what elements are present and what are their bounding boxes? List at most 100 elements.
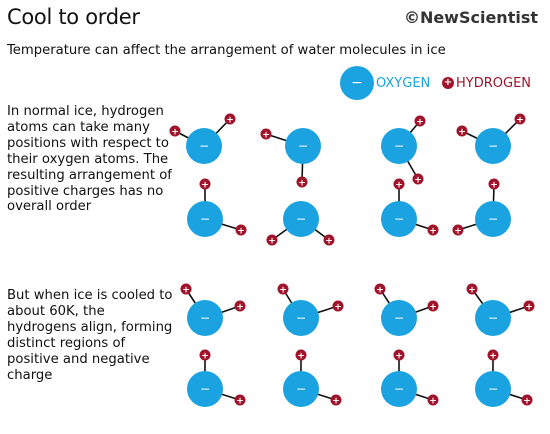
hydrogen-atom: [295, 349, 307, 361]
oxygen-charge: −: [394, 311, 404, 325]
hydrogen-atom: [412, 173, 424, 185]
water-molecule-ordered: −++: [466, 283, 535, 336]
hydrogen-atom: [456, 125, 468, 137]
oxygen-charge: −: [488, 382, 498, 396]
oxygen-atom: [475, 128, 511, 164]
water-molecule-ordered: −++: [180, 283, 246, 336]
hydrogen-charge: +: [454, 226, 462, 236]
hydrogen-charge: +: [429, 396, 437, 406]
water-molecule-disordered: −++: [381, 115, 426, 185]
oxygen-atom: [475, 201, 511, 237]
hydrogen-legend-icon: +: [442, 77, 454, 89]
hydrogen-atom: [414, 115, 426, 127]
hydrogen-atom: [514, 113, 526, 125]
hydrogen-atom: [487, 349, 499, 361]
hydrogen-atom: [260, 128, 272, 140]
page-subtitle: Temperature can affect the arrangement o…: [7, 43, 446, 58]
water-molecule-ordered: − + +: [283, 349, 342, 407]
oxygen-charge: −: [394, 139, 404, 153]
hydrogen-charge: +: [298, 178, 306, 188]
oxygen-charge: −: [488, 311, 498, 325]
hydrogen-charge: +: [279, 285, 287, 295]
hydrogen-atom: [234, 394, 246, 406]
water-molecule-ordered: − + +: [277, 283, 344, 336]
hydrogen-atom: [427, 224, 439, 236]
hydrogen-atom: [427, 300, 439, 312]
hydrogen-atom: [488, 178, 500, 190]
oxygen-charge: −: [200, 212, 210, 226]
water-molecule-ordered: −++: [374, 283, 439, 336]
hydrogen-charge: +: [262, 130, 270, 140]
hydrogen-charge: +: [523, 396, 531, 406]
hydrogen-charge: +: [237, 226, 245, 236]
hydrogen-atom: [330, 394, 342, 406]
hydrogen-charge: +: [226, 115, 234, 125]
oxygen-charge: −: [296, 311, 306, 325]
hydrogen-atom: [180, 283, 192, 295]
hydrogen-atom: [296, 176, 308, 188]
oxygen-atom: [283, 300, 319, 336]
water-molecule-ordered: − + +: [187, 349, 246, 407]
oxygen-charge: −: [488, 139, 498, 153]
hydrogen-atom: [427, 394, 439, 406]
oxygen-atom: [186, 128, 222, 164]
oxygen-atom: [283, 201, 319, 237]
hydrogen-atom: [266, 234, 278, 246]
oxygen-atom: [381, 201, 417, 237]
hydrogen-atom: [466, 283, 478, 295]
page-title: Cool to order: [7, 5, 140, 29]
ordered-description: But when ice is cooled to about 60K, the…: [7, 288, 173, 383]
oxygen-legend-icon: −: [340, 66, 374, 100]
hydrogen-charge: +: [525, 302, 533, 312]
water-molecule-ordered: −++: [381, 349, 439, 407]
hydrogen-atom: [521, 394, 533, 406]
hydrogen-atom: [277, 283, 289, 295]
hydrogen-atom: [332, 300, 344, 312]
hydrogen-charge: +: [201, 351, 209, 361]
oxygen-atom: [381, 128, 417, 164]
hydrogen-charge: +: [429, 226, 437, 236]
brand-logo: ©NewScientist: [403, 8, 538, 27]
oxygen-charge: −: [488, 212, 498, 226]
hydrogen-charge: +: [236, 396, 244, 406]
oxygen-atom: [187, 371, 223, 407]
hydrogen-atom: [224, 113, 236, 125]
oxygen-charge: −: [296, 382, 306, 396]
hydrogen-charge: +: [236, 302, 244, 312]
hydrogen-charge: +: [334, 302, 342, 312]
hydrogen-charge: +: [416, 117, 424, 127]
oxygen-charge: −: [200, 311, 210, 325]
hydrogen-atom: [523, 300, 535, 312]
oxygen-atom: [475, 300, 511, 336]
oxygen-legend-label: OXYGEN: [376, 76, 431, 91]
oxygen-charge: −: [296, 212, 306, 226]
hydrogen-charge: +: [332, 396, 340, 406]
hydrogen-charge: +: [458, 127, 466, 137]
hydrogen-atom: [393, 349, 405, 361]
hydrogen-charge: +: [297, 351, 305, 361]
oxygen-atom: [283, 371, 319, 407]
oxygen-charge: −: [394, 212, 404, 226]
hydrogen-atom: [323, 234, 335, 246]
oxygen-charge: −: [200, 382, 210, 396]
hydrogen-atom: [452, 224, 464, 236]
oxygen-charge: −: [199, 139, 209, 153]
oxygen-atom: [187, 300, 223, 336]
water-molecule-disordered: −++: [381, 178, 439, 237]
hydrogen-charge: +: [429, 302, 437, 312]
water-molecule-disordered: − + +: [456, 113, 526, 164]
water-molecule-ordered: − + +: [475, 349, 533, 407]
oxygen-charge: −: [394, 382, 404, 396]
hydrogen-atom: [393, 178, 405, 190]
hydrogen-charge: +: [268, 236, 276, 246]
hydrogen-charge: +: [171, 127, 179, 137]
water-molecule-disordered: −++: [452, 178, 511, 237]
water-molecule-disordered: −++: [260, 128, 321, 188]
hydrogen-charge: +: [489, 351, 497, 361]
hydrogen-charge: +: [201, 180, 209, 190]
hydrogen-atom: [235, 224, 247, 236]
water-molecule-disordered: − + +: [266, 201, 335, 246]
hydrogen-charge: +: [325, 236, 333, 246]
hydrogen-charge: +: [516, 115, 524, 125]
oxygen-atom: [381, 300, 417, 336]
